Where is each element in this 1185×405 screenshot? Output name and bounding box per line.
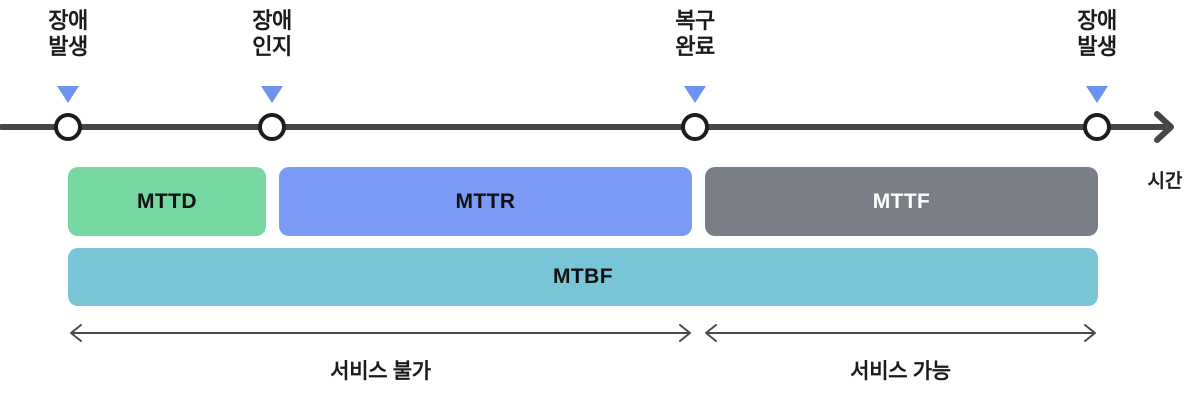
metric-bar-mttd[interactable]: MTTD [68, 167, 266, 236]
timeline-dot-icon [258, 113, 286, 141]
caret-down-icon [684, 86, 706, 103]
timeline-dot-icon [1083, 113, 1111, 141]
event-label-failure-start: 장애 발생 [48, 8, 88, 59]
timeline-axis-line [0, 124, 1160, 130]
event-label-recovery-complete: 복구 완료 [675, 8, 715, 59]
range-label-service-available: 서비스 가능 [850, 360, 951, 383]
metric-bar-mttf[interactable]: MTTF [705, 167, 1098, 236]
axis-caption-time: 시간 [1147, 171, 1183, 192]
caret-down-icon [57, 86, 79, 103]
metric-bar-mtbf[interactable]: MTBF [68, 248, 1098, 306]
event-label-failure-next: 장애 발생 [1077, 8, 1117, 59]
timeline-dot-icon [681, 113, 709, 141]
range-label-service-unavailable: 서비스 불가 [330, 360, 431, 383]
arrow-right-icon [1140, 110, 1176, 144]
range-arrow-service-unavailable [68, 323, 693, 343]
caret-down-icon [1086, 86, 1108, 103]
timeline-dot-icon [54, 113, 82, 141]
metric-bar-mttr[interactable]: MTTR [279, 167, 692, 236]
event-label-failure-detected: 장애 인지 [252, 8, 292, 59]
caret-down-icon [261, 86, 283, 103]
range-arrow-service-available [703, 323, 1098, 343]
